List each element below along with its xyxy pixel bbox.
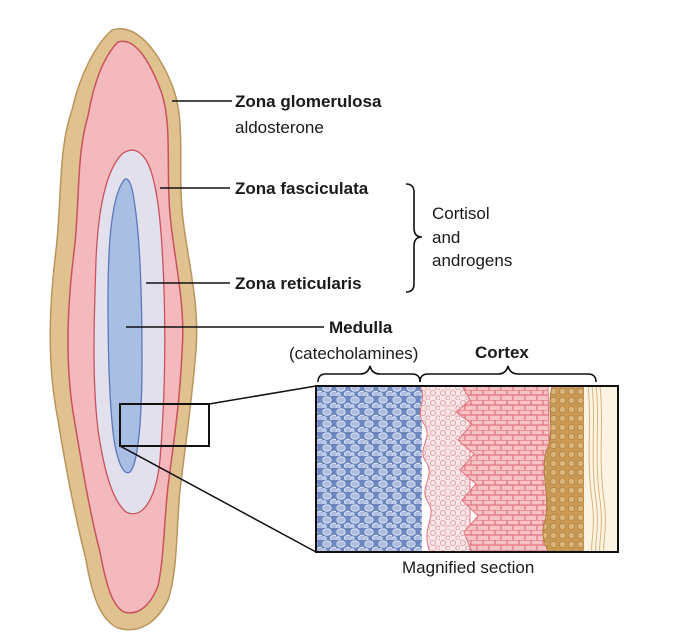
magnified-section (316, 386, 618, 552)
magnify-connector-top (208, 385, 317, 405)
capsule-fibers (587, 386, 606, 552)
fasciculata-tissue (455, 386, 553, 552)
cortisol-label: Cortisol (432, 204, 490, 223)
medulla-layer (107, 178, 143, 474)
magnify-source-box (119, 403, 210, 447)
zona-fasciculata-label: Zona fasciculata (235, 179, 369, 198)
magnify-connector-bottom (119, 445, 317, 553)
medulla-brace (317, 365, 421, 383)
medulla-tissue (316, 386, 422, 552)
zona-reticularis-label: Zona reticularis (235, 274, 362, 293)
catecholamines-label: (catecholamines) (289, 344, 418, 363)
magnified-section-caption: Magnified section (402, 558, 534, 577)
cortex-brace (419, 365, 597, 383)
zona-glomerulosa-label: Zona glomerulosa (235, 92, 382, 111)
aldosterone-label: aldosterone (235, 118, 324, 137)
glomerulosa-tissue (542, 386, 589, 552)
cortex-label: Cortex (475, 343, 529, 362)
androgens-label: androgens (432, 251, 512, 270)
medulla-label: Medulla (329, 318, 393, 337)
and-label: and (432, 228, 460, 247)
magnified-frame (315, 385, 619, 553)
reticularis-tissue (419, 386, 471, 552)
cortisol-brace (405, 183, 423, 293)
